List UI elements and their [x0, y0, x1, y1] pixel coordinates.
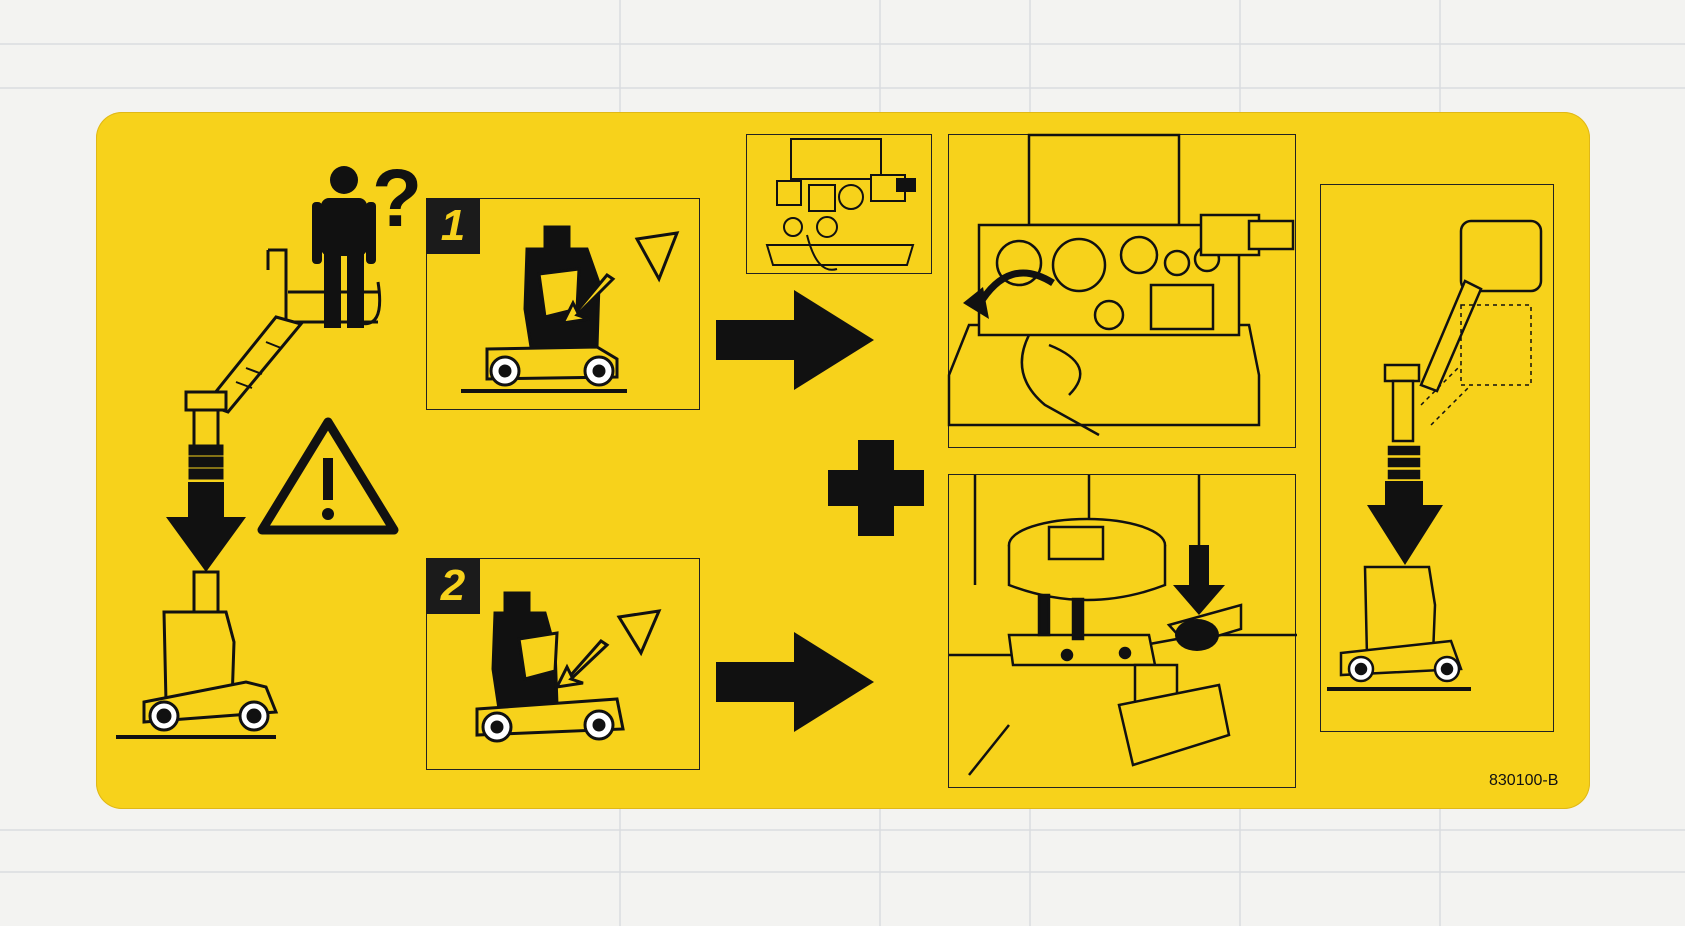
valve-block-overview-panel [746, 134, 932, 274]
step-2-panel: 2 [426, 558, 700, 770]
down-arrow-icon [166, 482, 246, 572]
pointer-arrow-icon [560, 273, 616, 325]
press-down-arrow-icon [1173, 545, 1225, 615]
mast-icon [184, 390, 228, 480]
step-1-machine-illustration [461, 225, 680, 393]
lift-chassis-icon [116, 570, 279, 739]
valve-knob-turn-illustration [947, 133, 1295, 437]
warning-triangle-icon [257, 417, 399, 535]
lowered-lift-illustration [1327, 219, 1543, 691]
lift-lowering-scene [116, 166, 399, 739]
question-mark: ? [372, 153, 423, 244]
rotate-arrow-icon [975, 269, 1055, 307]
right-arrow-icon [716, 290, 874, 390]
step-2-number: 2 [426, 558, 480, 614]
push-button-illustration [949, 475, 1297, 776]
part-number-code: 830100-B [1489, 772, 1559, 789]
operator-figure-icon [312, 166, 376, 328]
step-1-panel: 1 [426, 198, 700, 410]
safety-sticker: ? 1 2 [96, 112, 1590, 809]
eye-icon [616, 609, 662, 657]
step-2-machine-illustration [475, 591, 662, 743]
valve-detail-panel [947, 133, 1296, 448]
lowered-lift-panel [1320, 184, 1554, 732]
pointer-arrow-icon [554, 639, 610, 689]
down-arrow-icon [1367, 481, 1443, 565]
right-arrow-icon [716, 632, 874, 732]
push-button-detail-panel [948, 474, 1297, 788]
platform-basket-icon [266, 248, 382, 325]
step-1-number: 1 [426, 198, 480, 254]
valve-block-small-illustration [765, 138, 916, 271]
plus-icon [828, 440, 924, 536]
boom-arm-icon [203, 315, 304, 414]
lift-chassis-icon [1327, 565, 1471, 691]
eye-icon [634, 231, 680, 283]
